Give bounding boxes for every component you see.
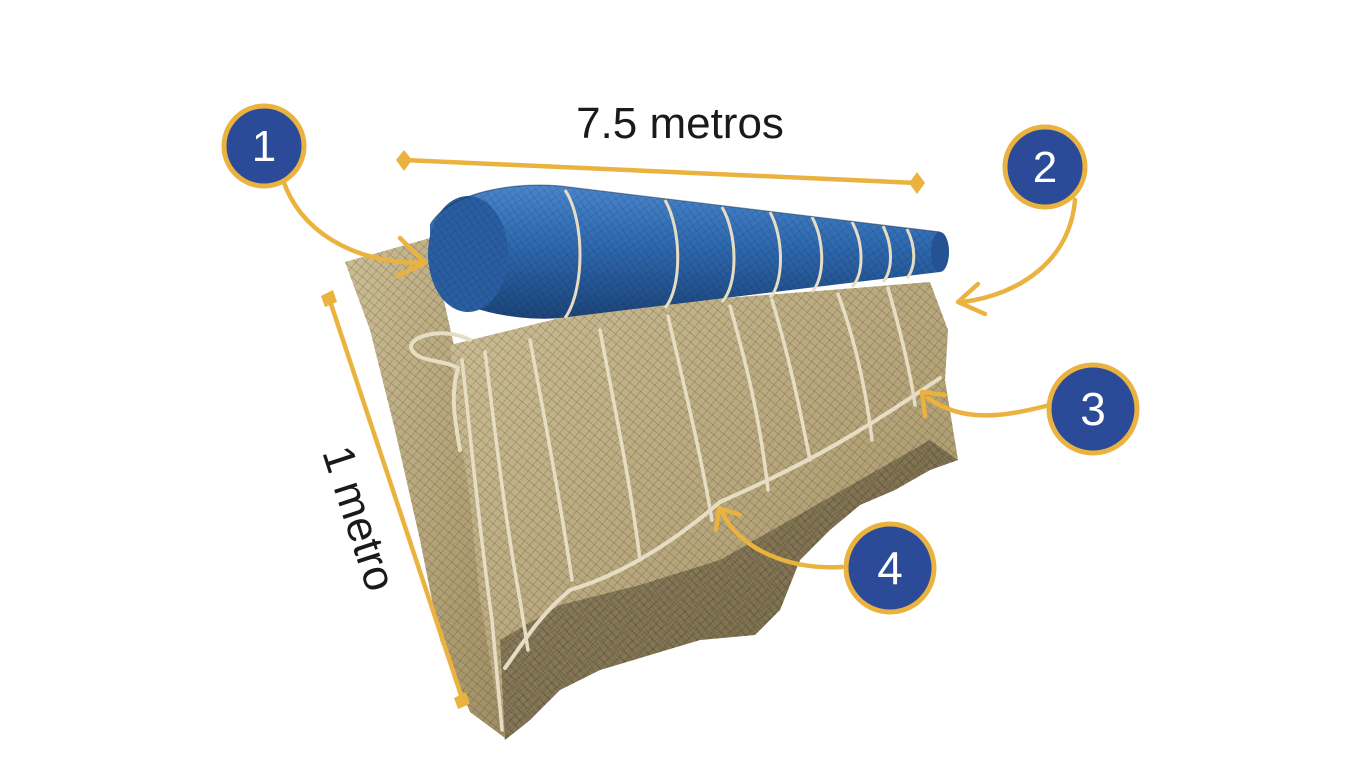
- float-rope-bands: [563, 189, 916, 319]
- arrow-2: [959, 197, 1078, 305]
- float-cylinder: [428, 184, 949, 319]
- arrow-3: [925, 395, 1053, 418]
- callout-arrows: [280, 177, 1078, 570]
- callout-number-3: 3: [1080, 383, 1106, 435]
- arrow-1: [280, 177, 423, 266]
- net-illustration: [345, 238, 958, 740]
- arrow-1-head: [394, 235, 428, 279]
- callout-number-1: 1: [252, 122, 276, 171]
- callout-badge-4: 4: [843, 521, 937, 615]
- arrow-2-head: [955, 281, 988, 317]
- width-dimension: 7.5 metros: [396, 99, 925, 194]
- side-rope-loop: [409, 331, 472, 452]
- lead-rope: [503, 376, 942, 670]
- callout-number-2: 2: [1033, 143, 1057, 192]
- callout-badge-3: 3: [1046, 362, 1140, 456]
- height-label: 1 metro: [312, 440, 405, 597]
- callout-number-4: 4: [877, 542, 903, 594]
- arrow-4-head: [713, 505, 743, 533]
- callout-badge-1: 1: [221, 103, 307, 189]
- width-label: 7.5 metros: [576, 99, 784, 148]
- callout-badge-2: 2: [1002, 124, 1088, 210]
- arrow-4: [719, 509, 845, 570]
- arrow-3-head: [919, 389, 948, 419]
